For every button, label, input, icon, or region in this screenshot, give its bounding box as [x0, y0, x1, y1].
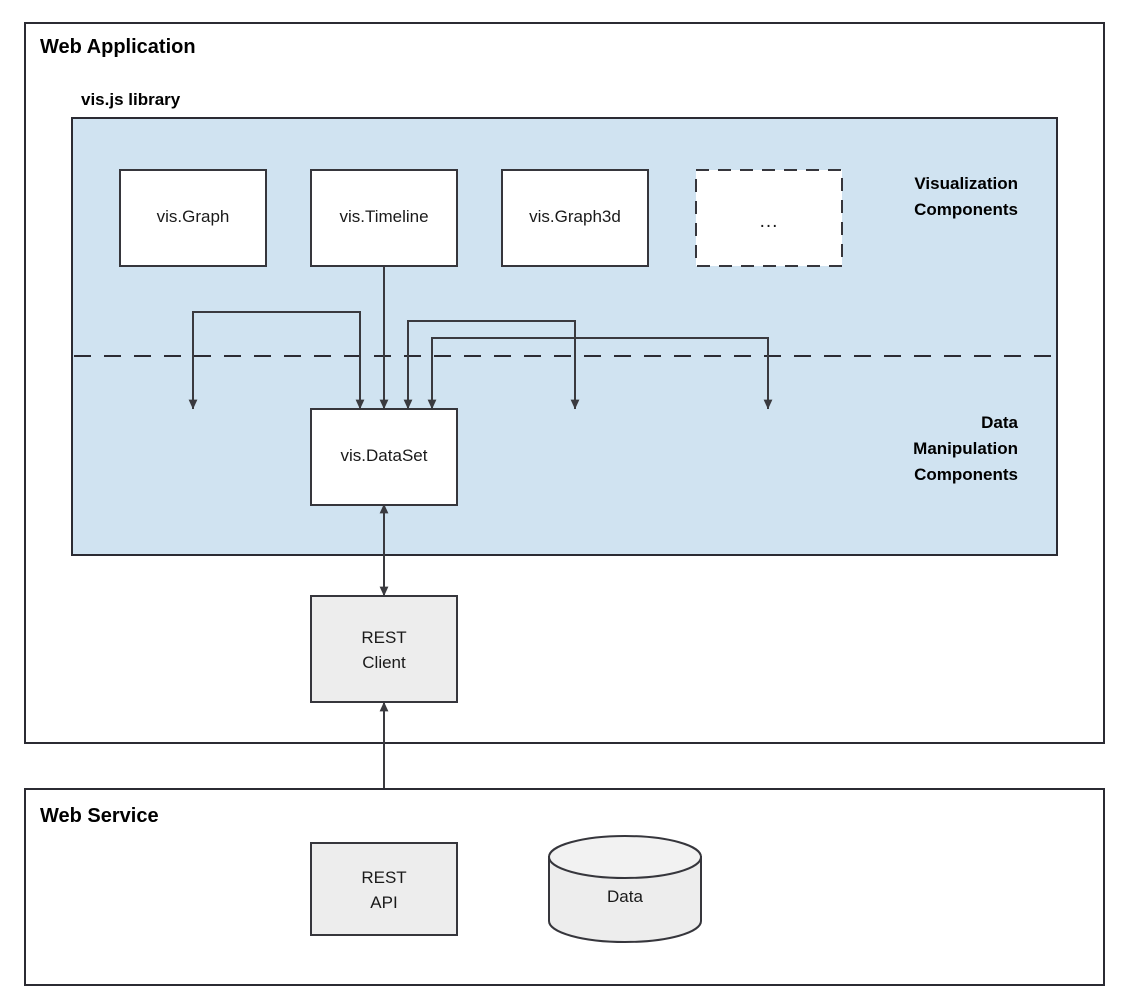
node-vis-dataset-label: vis.DataSet — [341, 446, 428, 465]
node-vis-timeline-label: vis.Timeline — [339, 207, 428, 226]
node-more-components-label: ... — [760, 211, 779, 232]
node-rest-api-label-line1: REST — [361, 868, 406, 887]
vis-js-library-title: vis.js library — [81, 90, 181, 109]
node-vis-timeline[interactable] — [310, 169, 458, 267]
node-data-store[interactable]: Data — [548, 835, 702, 943]
node-more-components[interactable] — [695, 169, 843, 267]
node-vis-graph[interactable] — [119, 169, 267, 267]
data-manipulation-zone-label-line1: Data — [981, 413, 1018, 432]
node-data-store-label: Data — [607, 887, 643, 906]
node-vis-graph3d-label: vis.Graph3d — [529, 207, 621, 226]
node-vis-dataset[interactable] — [310, 408, 458, 506]
connector-vis-graph3d-dataset — [403, 320, 580, 410]
data-manipulation-zone-label-line3: Components — [914, 465, 1018, 484]
node-vis-graph-label: vis.Graph — [157, 207, 230, 226]
connector-vis-graph-dataset — [188, 311, 365, 410]
connector-more-components-dataset — [427, 337, 773, 410]
data-manipulation-zone-label-line2: Manipulation — [913, 439, 1018, 458]
data-store-top — [548, 835, 702, 879]
node-rest-client[interactable] — [310, 595, 458, 703]
web-application-title: Web Application — [40, 36, 196, 58]
node-vis-graph3d[interactable] — [501, 169, 649, 267]
node-rest-api-label-line2: API — [370, 893, 397, 912]
visualization-zone-label-line2: Components — [914, 200, 1018, 219]
visualization-zone-label-line1: Visualization — [914, 174, 1018, 193]
node-rest-client-label-line2: Client — [362, 653, 406, 672]
node-rest-api[interactable] — [310, 842, 458, 936]
node-rest-client-label-line1: REST — [361, 628, 406, 647]
data-store-body — [548, 856, 702, 943]
web-service-title: Web Service — [40, 805, 159, 827]
